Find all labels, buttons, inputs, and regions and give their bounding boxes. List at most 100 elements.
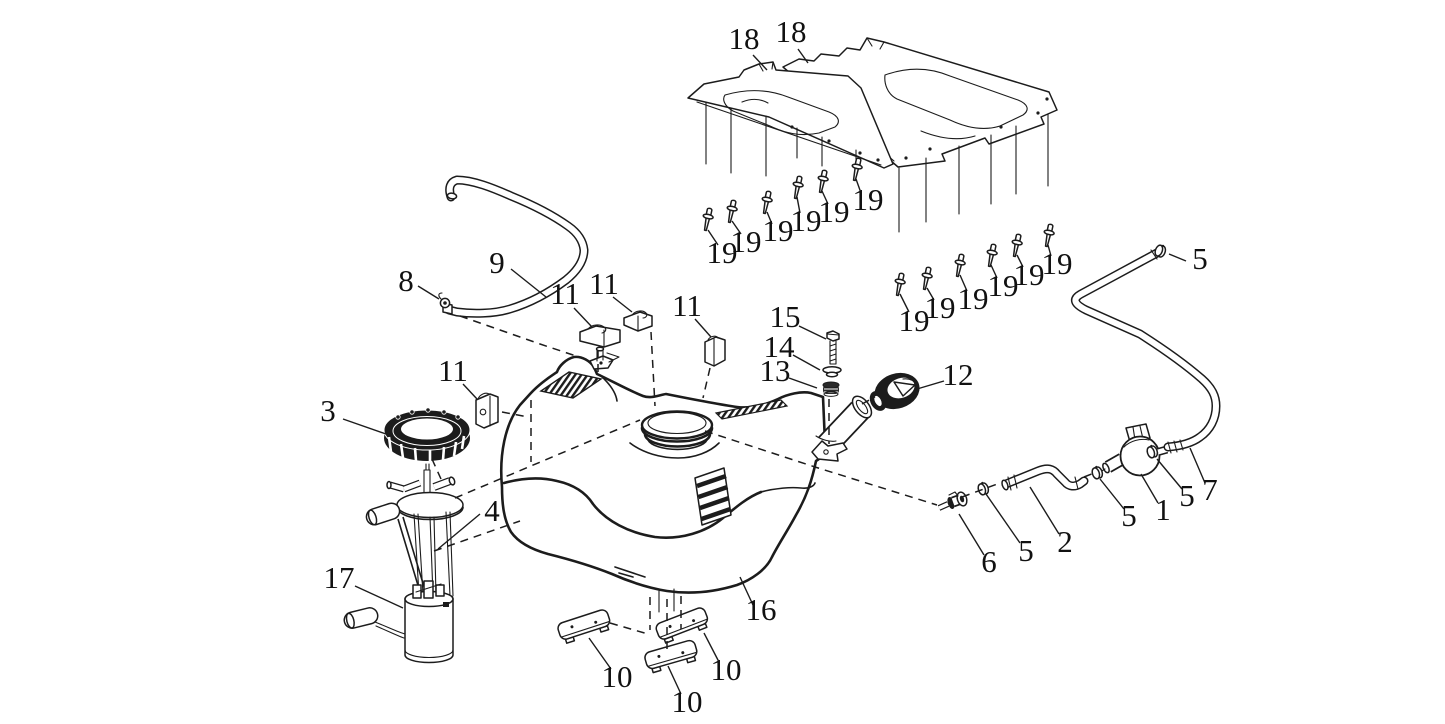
leader-line-18-0 — [752, 54, 768, 71]
pump-head-detail — [412, 580, 449, 607]
callout-19-12: 19 — [1014, 257, 1045, 292]
pump-opening — [640, 410, 714, 451]
clip-11-a — [579, 324, 621, 348]
callout-3-25: 3 — [320, 393, 336, 428]
callout-8-15: 8 — [398, 263, 414, 298]
leader-line-2-34 — [1029, 486, 1060, 535]
vent-fitting — [589, 346, 620, 370]
callout-17-27: 17 — [324, 560, 355, 595]
tank-hatched-strip — [714, 399, 789, 420]
fuel-tank-outline — [499, 355, 827, 594]
filter-valve-1 — [1099, 423, 1169, 477]
clip-11-b — [623, 310, 653, 332]
leader-line-11-20 — [462, 383, 478, 400]
callout-19-13: 19 — [1042, 246, 1073, 281]
hose-7 — [1070, 248, 1221, 454]
leader-line-4-26 — [437, 513, 481, 550]
leader-line-19-13 — [1047, 244, 1052, 257]
leader-line-19-3 — [731, 220, 742, 235]
skid-plate-front-outline — [687, 61, 894, 169]
plate-drop-lines — [705, 101, 1049, 233]
tank-ladder-detail — [694, 467, 732, 526]
leader-line-11-18 — [612, 296, 633, 313]
leader-line-19-12 — [1016, 254, 1024, 268]
callout-19-3: 19 — [731, 224, 762, 259]
bolt-15 — [826, 330, 840, 365]
leader-line-10-29 — [588, 637, 612, 670]
callout-13-23: 13 — [760, 353, 791, 388]
callout-11-19: 11 — [672, 288, 702, 323]
leader-line-19-4 — [766, 211, 773, 225]
reservoir-17 — [343, 580, 454, 664]
leader-line-16-28 — [739, 576, 754, 606]
callout-7-38: 7 — [1202, 472, 1218, 507]
pump-module-4 — [365, 463, 464, 597]
callout-11-20: 11 — [438, 353, 468, 388]
leader-line-7-38 — [1189, 447, 1206, 484]
callout-19-7: 19 — [853, 182, 884, 217]
grommet-13 — [822, 381, 840, 397]
leader-line-3-25 — [342, 418, 387, 435]
callout-18-0: 18 — [729, 21, 760, 56]
callout-10-29: 10 — [602, 659, 633, 694]
leader-line-5-37 — [1156, 458, 1183, 490]
callout-4-26: 4 — [484, 493, 500, 528]
clip-8 — [438, 292, 451, 309]
leader-line-19-10 — [959, 274, 968, 292]
hose-2 — [1001, 464, 1089, 491]
pump-flange — [396, 491, 464, 519]
callout-5-37: 5 — [1179, 478, 1195, 513]
leader-line-19-9 — [926, 287, 935, 301]
fuel-tank-16 — [499, 346, 873, 594]
callout-19-9: 19 — [925, 290, 956, 325]
leader-line-12-24 — [916, 380, 945, 390]
callout-16-28: 16 — [746, 592, 777, 627]
skid-plate-front-18 — [687, 61, 894, 169]
leader-line-15-21 — [798, 325, 827, 340]
clips-11 — [475, 310, 726, 429]
leader-line-19-7 — [855, 178, 862, 194]
callout-2-34: 2 — [1057, 524, 1073, 559]
leader-line-19-6 — [821, 190, 829, 205]
fuel-cap-12 — [869, 372, 920, 411]
leader-line-11-17 — [573, 307, 593, 328]
dashed-construction-lines — [431, 315, 1095, 649]
leader-line-19-11 — [990, 264, 998, 279]
callout-10-30: 10 — [711, 652, 742, 687]
washer-14 — [822, 366, 842, 378]
check-valve-6 — [937, 491, 968, 511]
clip-11-d — [475, 392, 499, 429]
float-lower — [343, 607, 379, 629]
skid-plate-rear-outline — [782, 37, 1058, 168]
straps-10 — [555, 605, 712, 675]
float-upper — [365, 502, 401, 526]
leader-line-19-5 — [796, 196, 801, 214]
leader-line-5-35 — [1099, 478, 1125, 510]
callout-6-32: 6 — [981, 544, 997, 579]
callout-19-8: 19 — [899, 303, 930, 338]
callout-10-31: 10 — [672, 684, 703, 719]
callout-19-11: 19 — [988, 268, 1019, 303]
neck-bracket — [811, 440, 848, 462]
tank-textured-patch — [539, 371, 603, 399]
callout-19-4: 19 — [763, 213, 794, 248]
callout-11-18: 11 — [589, 266, 619, 301]
callout-5-35: 5 — [1121, 498, 1137, 533]
callout-12-24: 12 — [943, 357, 974, 392]
callout-15-21: 15 — [770, 299, 801, 334]
leader-line-5-33 — [985, 493, 1021, 544]
clip-11-c — [704, 335, 726, 367]
callout-1-36: 1 — [1155, 492, 1171, 527]
leader-line-19-2 — [707, 229, 719, 246]
lock-ring-3 — [383, 407, 471, 462]
callout-9-16: 9 — [489, 245, 505, 280]
leader-line-13-23 — [788, 377, 818, 389]
leader-line-17-27 — [354, 585, 404, 609]
leader-line-10-30 — [703, 632, 720, 663]
leader-line-18-1 — [797, 48, 809, 64]
callout-14-22: 14 — [764, 329, 796, 364]
leader-line-6-32 — [958, 513, 985, 556]
